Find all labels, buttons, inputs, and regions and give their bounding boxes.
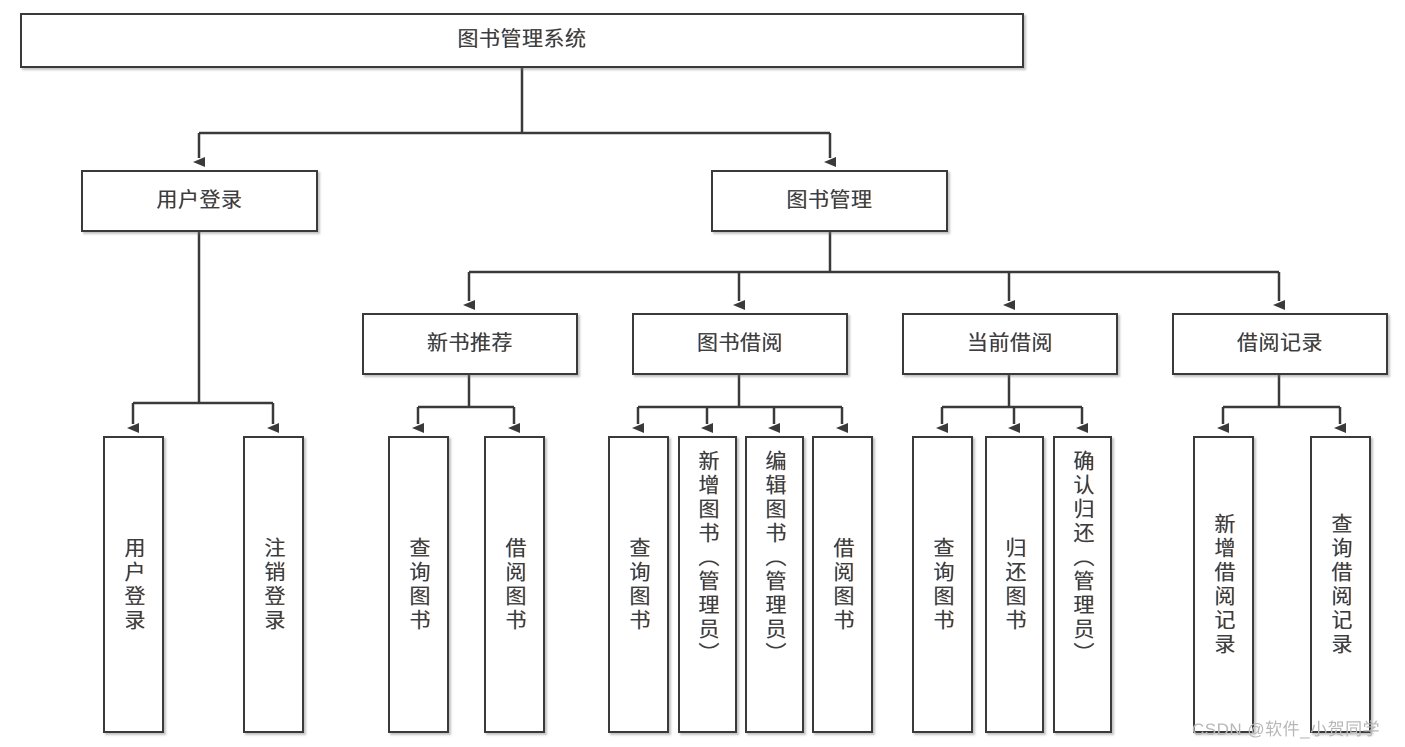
node-leaf-add-book[interactable]: 新增图书（管理员） bbox=[678, 436, 737, 733]
node-label: 图书管理系统 bbox=[457, 28, 587, 52]
node-label: 新增借阅记录 bbox=[1212, 512, 1235, 657]
node-label: 确认归还（管理员） bbox=[1071, 450, 1094, 666]
node-label: 当前借阅 bbox=[967, 331, 1053, 355]
node-label: 查询图书 bbox=[407, 536, 430, 633]
node-leaf-confirm-return[interactable]: 确认归还（管理员） bbox=[1053, 436, 1112, 733]
node-leaf-user-login[interactable]: 用户登录 bbox=[103, 436, 164, 733]
node-label: 新书推荐 bbox=[427, 331, 513, 355]
node-leaf-query-book-2[interactable]: 查询图书 bbox=[608, 436, 669, 733]
node-label: 归还图书 bbox=[1003, 536, 1026, 633]
node-leaf-add-borrow-record[interactable]: 新增借阅记录 bbox=[1193, 436, 1254, 733]
node-label: 新增图书（管理员） bbox=[696, 450, 719, 666]
node-label: 注销登录 bbox=[262, 536, 285, 633]
node-borrow-record[interactable]: 借阅记录 bbox=[1172, 313, 1388, 375]
node-leaf-query-book-3[interactable]: 查询图书 bbox=[912, 436, 973, 733]
node-leaf-edit-book[interactable]: 编辑图书（管理员） bbox=[745, 436, 804, 733]
node-label: 借阅图书 bbox=[831, 536, 854, 633]
node-user-login[interactable]: 用户登录 bbox=[81, 170, 318, 232]
node-leaf-borrow-book-2[interactable]: 借阅图书 bbox=[812, 436, 873, 733]
node-label: 查询借阅记录 bbox=[1329, 512, 1352, 657]
watermark-text: CSDN @软件_小贺同学 bbox=[1192, 720, 1381, 739]
node-label: 用户登录 bbox=[122, 536, 145, 633]
node-label: 借阅图书 bbox=[503, 536, 526, 633]
node-current-borrow[interactable]: 当前借阅 bbox=[902, 313, 1118, 375]
node-leaf-return-book[interactable]: 归还图书 bbox=[985, 436, 1044, 733]
node-label: 借阅记录 bbox=[1237, 331, 1323, 355]
node-label: 查询图书 bbox=[931, 536, 954, 633]
node-label: 编辑图书（管理员） bbox=[763, 450, 786, 666]
node-leaf-query-book-1[interactable]: 查询图书 bbox=[388, 436, 449, 733]
node-label: 用户登录 bbox=[156, 188, 243, 212]
node-leaf-query-borrow-record[interactable]: 查询借阅记录 bbox=[1310, 436, 1371, 733]
node-leaf-user-logout[interactable]: 注销登录 bbox=[243, 436, 304, 733]
node-book-borrow[interactable]: 图书借阅 bbox=[632, 313, 848, 375]
node-leaf-borrow-book-1[interactable]: 借阅图书 bbox=[484, 436, 545, 733]
node-label: 图书借阅 bbox=[697, 331, 783, 355]
node-root[interactable]: 图书管理系统 bbox=[20, 13, 1024, 68]
node-new-book-recommend[interactable]: 新书推荐 bbox=[362, 313, 578, 375]
node-label: 图书管理 bbox=[786, 188, 873, 212]
node-label: 查询图书 bbox=[627, 536, 650, 633]
node-book-manage[interactable]: 图书管理 bbox=[711, 170, 948, 232]
